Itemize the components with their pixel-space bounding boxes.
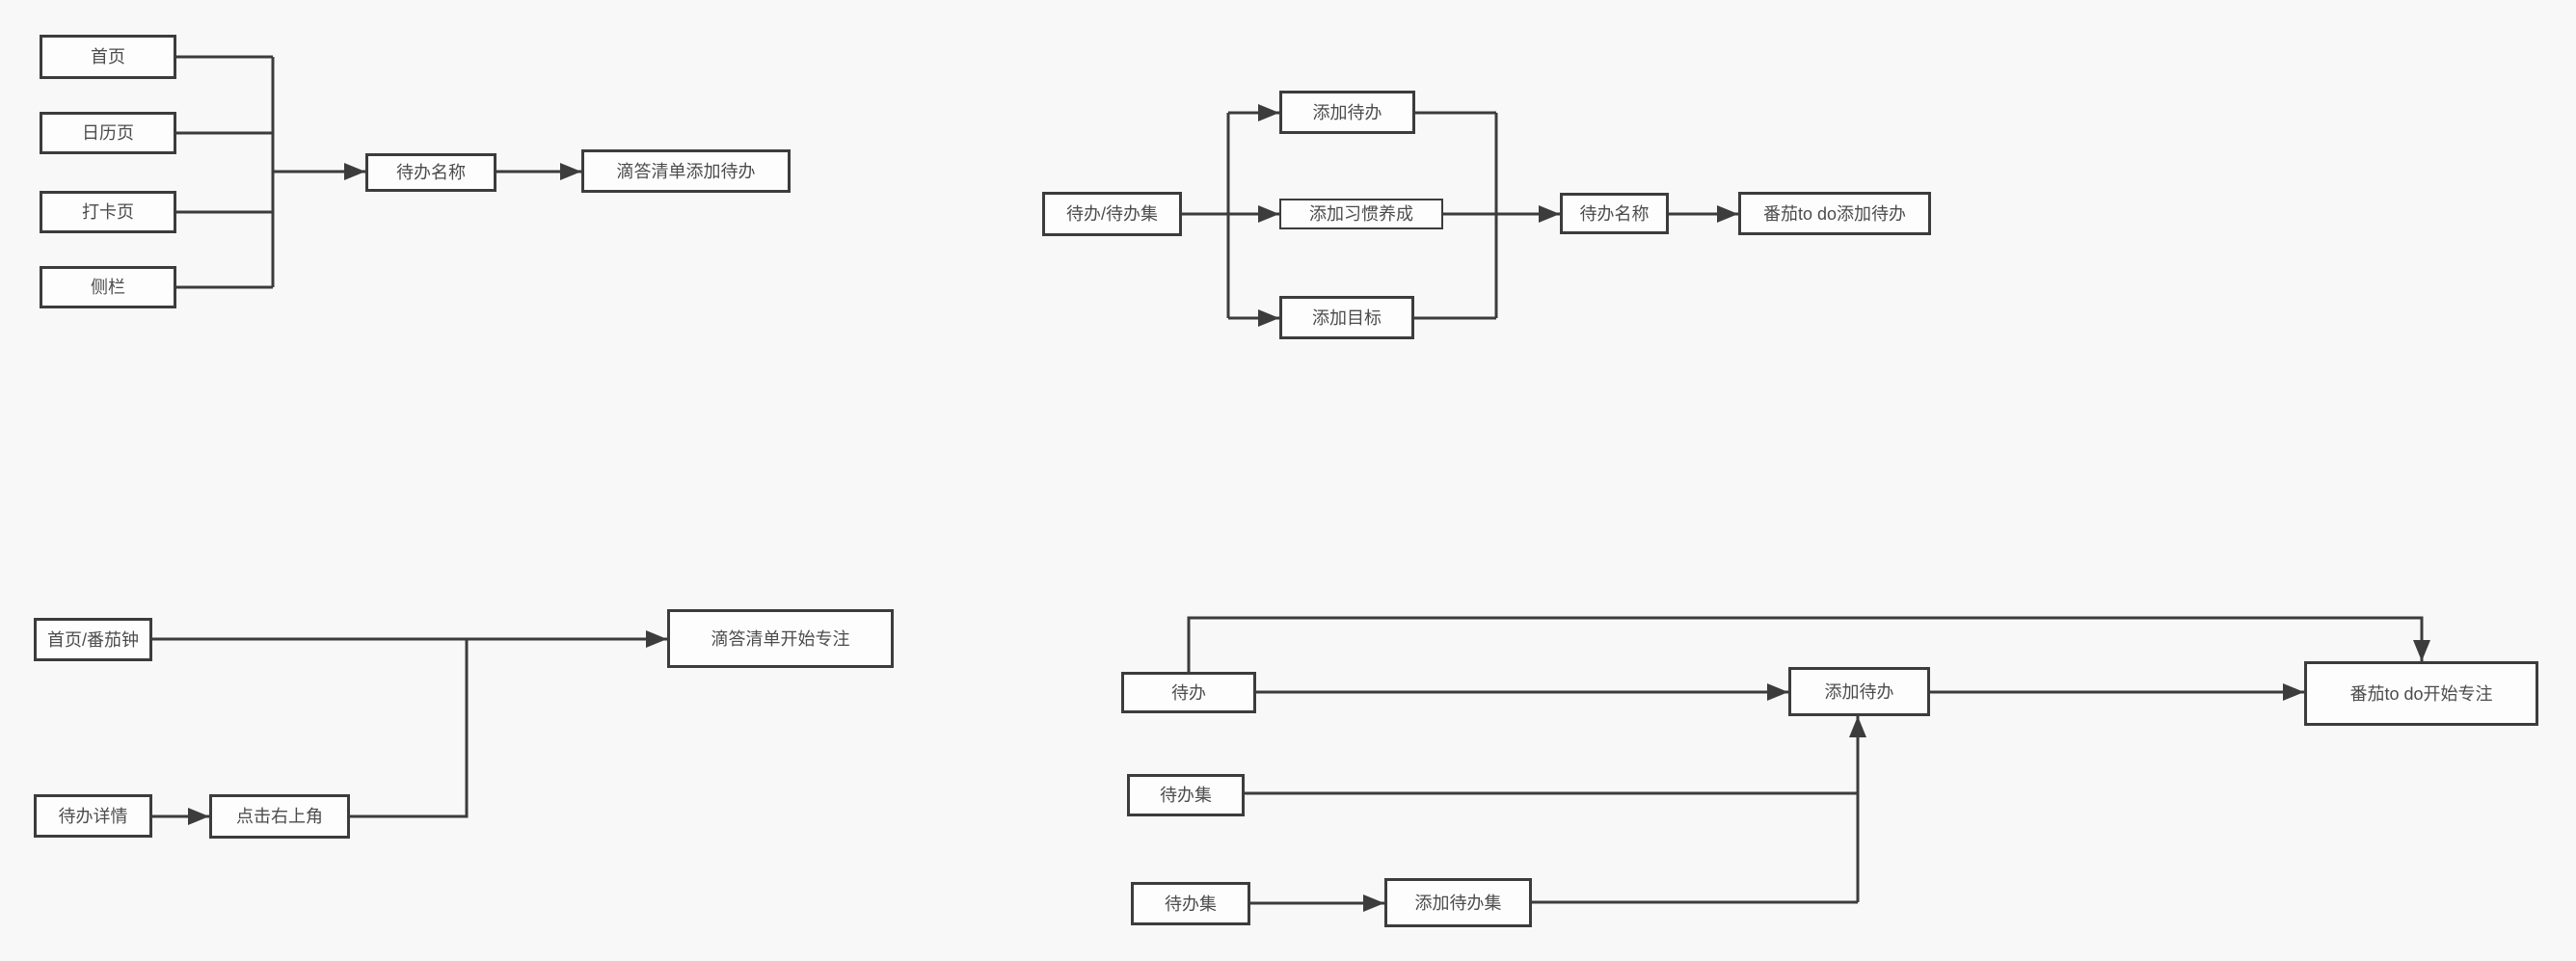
edge-todo-top-rail-to-result bbox=[1187, 616, 2430, 672]
node-todo-set-b[interactable]: 待办集 bbox=[1131, 882, 1250, 925]
node-todo-detail[interactable]: 待办详情 bbox=[34, 794, 152, 838]
node-add-habit[interactable]: 添加习惯养成 bbox=[1279, 199, 1443, 229]
node-calendar-page[interactable]: 日历页 bbox=[40, 112, 176, 154]
node-todo-name-left[interactable]: 待办名称 bbox=[365, 153, 496, 192]
node-tomato-add-todo-result[interactable]: 番茄to do添加待办 bbox=[1738, 192, 1931, 235]
node-todo-name-right[interactable]: 待办名称 bbox=[1560, 193, 1669, 234]
node-todo[interactable]: 待办 bbox=[1121, 672, 1256, 713]
node-checkin-page[interactable]: 打卡页 bbox=[40, 191, 176, 233]
node-click-top-right[interactable]: 点击右上角 bbox=[209, 794, 350, 839]
node-home-pomodoro[interactable]: 首页/番茄钟 bbox=[34, 618, 152, 661]
node-ticktick-add-todo-result[interactable]: 滴答清单添加待办 bbox=[581, 149, 791, 193]
node-add-goal[interactable]: 添加目标 bbox=[1279, 296, 1414, 339]
node-home[interactable]: 首页 bbox=[40, 35, 176, 79]
node-tomato-start-focus-result[interactable]: 番茄to do开始专注 bbox=[2304, 661, 2538, 726]
edge-click-join-focus-line bbox=[350, 639, 469, 818]
node-ticktick-start-focus-result[interactable]: 滴答清单开始专注 bbox=[667, 609, 894, 668]
node-todo-or-todo-set[interactable]: 待办/待办集 bbox=[1042, 192, 1182, 236]
node-todo-set-a[interactable]: 待办集 bbox=[1127, 774, 1245, 816]
node-add-todo-set[interactable]: 添加待办集 bbox=[1384, 878, 1532, 927]
node-add-todo-branch[interactable]: 添加待办 bbox=[1279, 91, 1415, 134]
node-add-todo[interactable]: 添加待办 bbox=[1788, 667, 1930, 716]
node-sidebar[interactable]: 侧栏 bbox=[40, 266, 176, 308]
